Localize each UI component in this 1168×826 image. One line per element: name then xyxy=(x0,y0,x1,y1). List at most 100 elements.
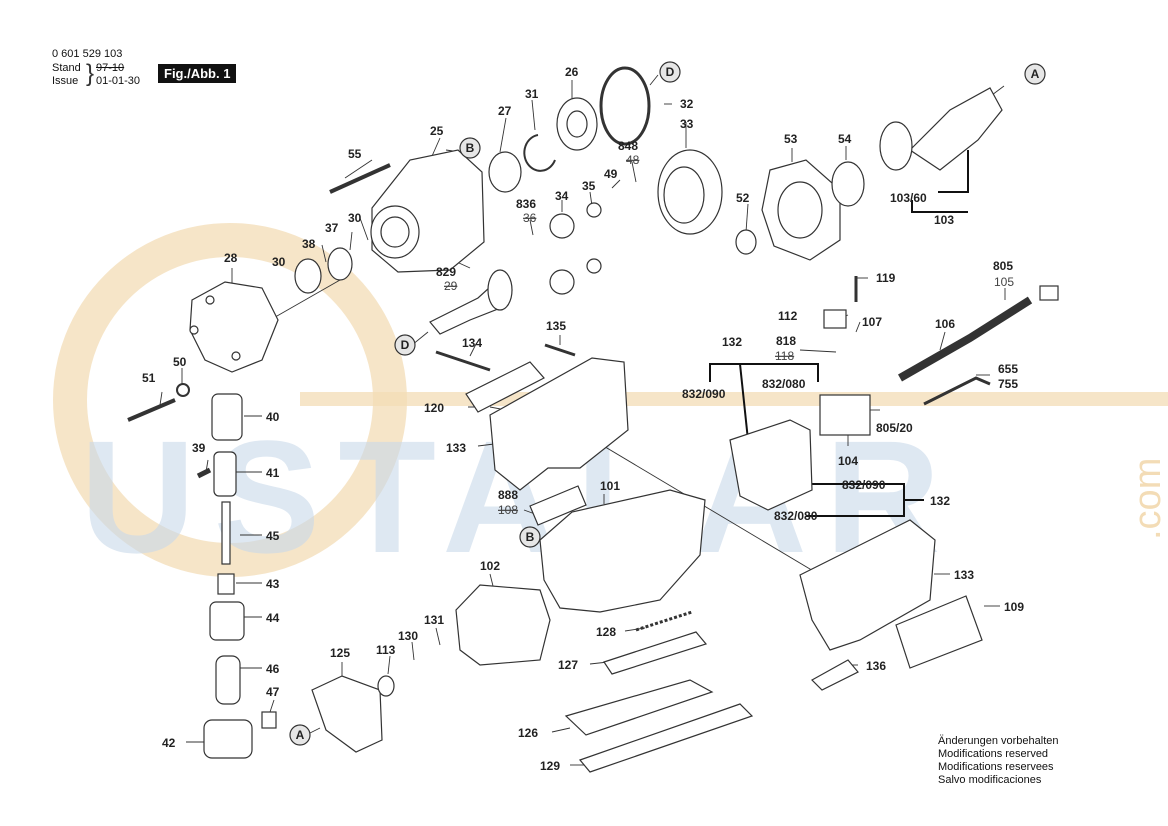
part-label: 33 xyxy=(680,117,694,131)
shaft-flange xyxy=(487,269,513,311)
part-label: 132 xyxy=(930,494,950,508)
svg-text:D: D xyxy=(666,65,675,79)
part-label: 25 xyxy=(430,124,444,138)
screw-47 xyxy=(261,711,277,729)
armature-fan xyxy=(879,121,913,171)
slide-126 xyxy=(564,679,714,736)
part-label: 129 xyxy=(540,759,560,773)
circlip-31 xyxy=(523,134,556,172)
part-label: 125 xyxy=(330,646,350,660)
part-label: 107 xyxy=(862,315,882,329)
part-label: 55 xyxy=(348,147,362,161)
part-label: 113 xyxy=(376,643,396,657)
part-label: 101 xyxy=(600,479,620,493)
svg-text:D: D xyxy=(401,338,410,352)
svg-text:A: A xyxy=(296,728,305,742)
part-label: 127 xyxy=(558,658,578,672)
part-label: 832/090 xyxy=(682,387,726,401)
part-label: 106 xyxy=(935,317,955,331)
part-label: 52 xyxy=(736,191,750,205)
ring-32 xyxy=(599,66,651,146)
part-46 xyxy=(215,655,241,705)
nut-44 xyxy=(209,601,245,641)
stand-old-date: 97-10 xyxy=(96,62,125,74)
part-label: 832/090 xyxy=(842,478,886,492)
issue-label: Issue xyxy=(52,75,79,87)
part-label: 40 xyxy=(266,410,280,424)
bearing-26-inner xyxy=(566,110,588,138)
part-label: 836 xyxy=(516,197,536,211)
key-655 xyxy=(923,376,991,406)
part-label: 832/080 xyxy=(774,509,818,523)
part-number: 0 601 529 103 xyxy=(52,48,123,60)
part-label: 805/20 xyxy=(876,421,913,435)
callout-b-top: B xyxy=(459,137,481,159)
part-label: 136 xyxy=(866,659,886,673)
part-label: 832/080 xyxy=(762,377,806,391)
part-label: 51 xyxy=(142,371,156,385)
switch-104 xyxy=(819,394,871,436)
part-label: 47 xyxy=(266,685,280,699)
part-label: 42 xyxy=(162,736,176,750)
note-de: Änderungen vorbehalten xyxy=(938,735,1059,747)
issue-date: 01-01-30 xyxy=(96,75,141,87)
gear-34b xyxy=(549,269,575,295)
part-label: 805 xyxy=(993,259,1013,273)
part-label: 120 xyxy=(424,401,444,415)
sleeve-52 xyxy=(735,229,757,255)
stand-label: Stand xyxy=(52,62,81,74)
bearing-54 xyxy=(831,161,865,207)
part-label: 30 xyxy=(348,211,362,225)
part-label: 39 xyxy=(192,441,206,455)
part-43 xyxy=(217,573,235,595)
part-label: 50 xyxy=(173,355,187,369)
callout-d-top: D xyxy=(659,61,681,83)
parts-geometry xyxy=(127,66,1059,773)
part-label: 131 xyxy=(424,613,444,627)
gear-35b xyxy=(586,258,602,274)
bearing-plate-bore xyxy=(777,181,823,239)
screw-135 xyxy=(544,343,576,357)
svg-text:B: B xyxy=(466,141,475,155)
part-label: 818 xyxy=(776,334,796,348)
part-label-superseded: 36 xyxy=(523,211,537,225)
note-fr: Modifications reservees xyxy=(938,761,1054,773)
part-label: 35 xyxy=(582,179,596,193)
part-label: 41 xyxy=(266,466,280,480)
part-label: 38 xyxy=(302,237,316,251)
svg-text:A: A xyxy=(1031,67,1040,81)
part-label: 112 xyxy=(778,309,798,323)
gear-34 xyxy=(549,213,575,239)
bearing-38 xyxy=(294,258,322,294)
callout-a-bottom: A xyxy=(289,724,311,746)
note-es: Salvo modificaciones xyxy=(938,774,1042,786)
part-label-superseded: 29 xyxy=(444,279,458,293)
part-label: 34 xyxy=(555,189,569,203)
part-label: 848 xyxy=(618,139,638,153)
callout-a-top: A xyxy=(1024,63,1046,85)
part-label: 44 xyxy=(266,611,280,625)
part-label: 135 xyxy=(546,319,566,333)
part-label: 43 xyxy=(266,577,280,591)
part-112 xyxy=(823,309,847,329)
part-label: 130 xyxy=(398,629,418,643)
part-125 xyxy=(311,675,383,753)
cover-133-right xyxy=(799,519,936,651)
part-label: 134 xyxy=(462,336,482,350)
part-label: 126 xyxy=(518,726,538,740)
ring-gear-33-inner xyxy=(663,166,705,224)
slide-129 xyxy=(578,703,754,773)
part-label-secondary: 105 xyxy=(994,275,1014,289)
nut-42 xyxy=(203,719,253,759)
ring-50 xyxy=(176,383,190,397)
bushing-27 xyxy=(488,151,522,193)
part-label: 28 xyxy=(224,251,238,265)
part-label-superseded: 48 xyxy=(626,153,640,167)
part-label: 49 xyxy=(604,167,618,181)
label-109 xyxy=(895,595,983,669)
svg-text:B: B xyxy=(526,530,535,544)
shaft-45 xyxy=(221,501,231,565)
part-label: 30 xyxy=(272,255,286,269)
part-label: 119 xyxy=(876,271,896,285)
